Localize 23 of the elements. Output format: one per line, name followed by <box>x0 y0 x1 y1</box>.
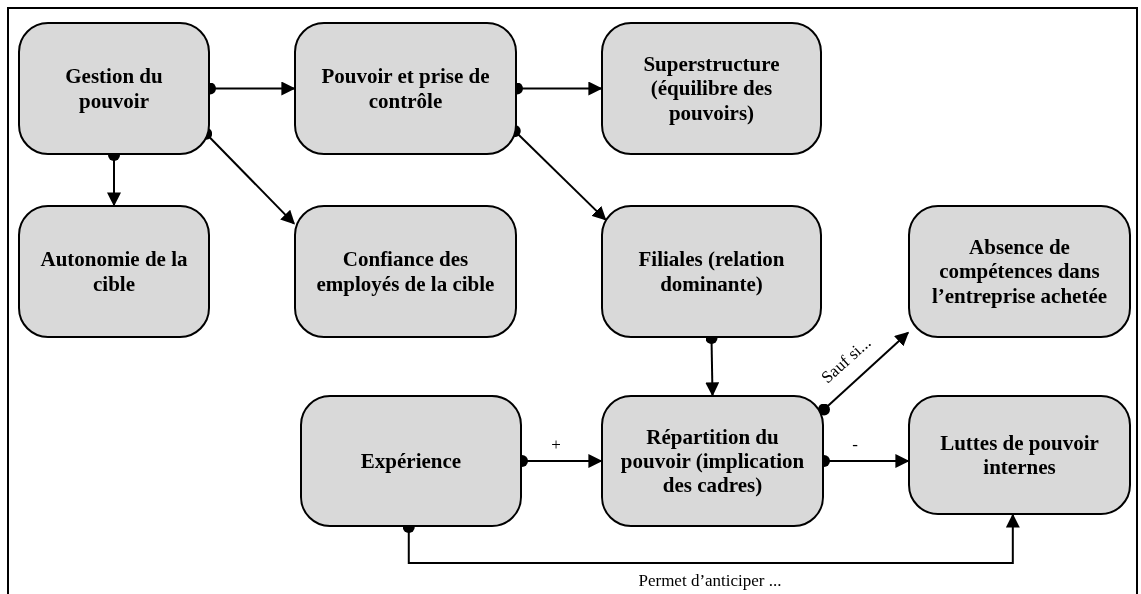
node-label: Pouvoir et prise de contrôle <box>320 64 491 113</box>
node-label: Superstructure (équilibre des pouvoirs) <box>642 52 781 125</box>
arrow <box>818 331 910 416</box>
rounded-box <box>908 395 1131 515</box>
arrow <box>402 513 1020 564</box>
node-label: Autonomie de la cible <box>39 247 189 296</box>
rounded-box <box>601 395 824 527</box>
rounded-box <box>294 205 517 338</box>
node-label: Filiales (relation dominante) <box>637 247 786 296</box>
node-label: Luttes de pouvoir internes <box>939 430 1100 480</box>
node-label: Absence de compétences dans l’entreprise achetée <box>930 235 1109 308</box>
rounded-box <box>18 22 210 155</box>
rounded-box <box>294 22 517 155</box>
rounded-box <box>601 22 822 155</box>
node-label: Répartition du pouvoir (implication des cadres) <box>619 424 806 498</box>
edge-label: Permet d’anticiper ... <box>636 571 784 589</box>
node-label: Gestion du pouvoir <box>64 64 164 113</box>
node-label: Confiance des employés de la cible <box>315 247 496 296</box>
rounded-box <box>601 205 822 338</box>
rounded-box <box>18 205 210 338</box>
rounded-box <box>300 395 522 527</box>
node-label: Expérience <box>360 448 462 474</box>
rounded-box <box>908 205 1131 338</box>
